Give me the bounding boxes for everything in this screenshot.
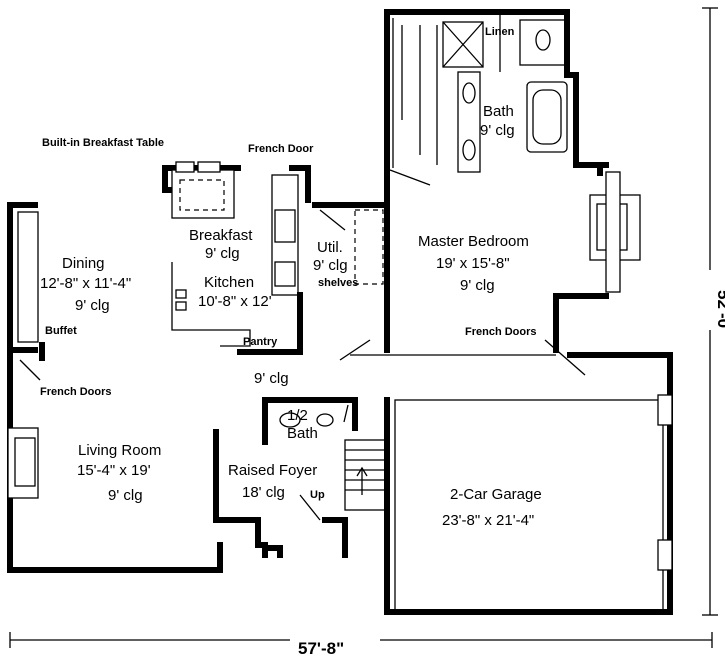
buffet-callout: Buffet	[45, 325, 77, 337]
room-labels: Linen Bath 9' clg Built-in Breakfast Tab…	[40, 26, 725, 658]
foyer-walls	[213, 397, 386, 558]
bath-clg: 9' clg	[480, 122, 515, 139]
kitchen-name: Kitchen	[204, 274, 254, 291]
raised-foyer-clg: 18' clg	[242, 484, 285, 501]
width-dimension: 57'-8"	[298, 639, 344, 658]
master-bath-walls	[384, 9, 603, 176]
dining-size: 12'-8" x 11'-4"	[40, 275, 131, 292]
kitchen-size: 10'-8" x 12'	[198, 293, 272, 310]
breakfast-name: Breakfast	[189, 227, 253, 244]
bath-name: Bath	[483, 103, 514, 120]
living-room-size: 15'-4" x 19'	[77, 462, 151, 479]
pantry-label: Pantry	[243, 336, 278, 348]
depth-dimension: 52'-0"	[714, 290, 725, 336]
living-room-name: Living Room	[78, 442, 161, 459]
half-bath-name2: Bath	[287, 425, 318, 442]
util-shelves: shelves	[318, 277, 358, 289]
living-room-clg: 9' clg	[108, 487, 143, 504]
garage-walls	[384, 339, 673, 615]
util-clg: 9' clg	[313, 257, 348, 274]
stair-up-label: Up	[310, 489, 325, 501]
linen-label: Linen	[485, 26, 515, 38]
garage-name: 2-Car Garage	[450, 486, 542, 503]
breakfast-clg: 9' clg	[205, 245, 240, 262]
garage-size: 23'-8" x 21'-4"	[442, 512, 534, 529]
master-bedroom-name: Master Bedroom	[418, 233, 529, 250]
french-doors-master-callout: French Doors	[465, 326, 537, 338]
dining-clg: 9' clg	[75, 297, 110, 314]
half-bath-name: 1/2	[287, 407, 308, 424]
french-doors-living-callout: French Doors	[40, 386, 112, 398]
master-bedroom-clg: 9' clg	[460, 277, 495, 294]
util-name: Util.	[317, 239, 343, 256]
french-door-callout: French Door	[248, 143, 314, 155]
dimension-lines	[9, 7, 718, 648]
hall-clg: 9' clg	[254, 370, 289, 387]
dining-name: Dining	[62, 255, 105, 272]
master-bedroom-size: 19' x 15'-8"	[436, 255, 510, 272]
dining-living-walls	[7, 202, 223, 573]
raised-foyer-name: Raised Foyer	[228, 462, 317, 479]
master-bedroom-walls	[339, 162, 641, 361]
builtin-table-callout: Built-in Breakfast Table	[42, 137, 164, 149]
kitchen-walls	[162, 161, 390, 355]
